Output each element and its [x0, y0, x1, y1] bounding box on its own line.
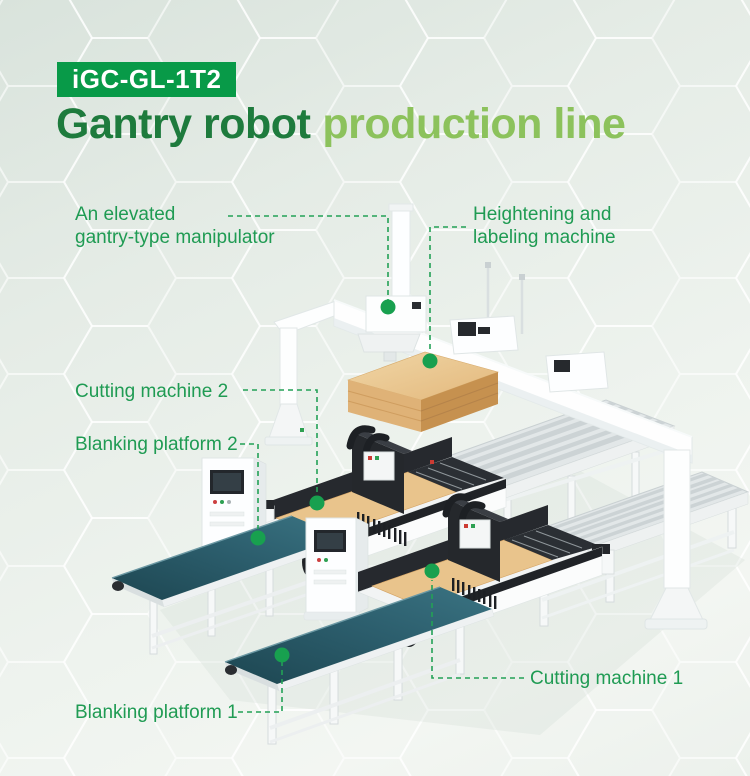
- callout-dot-blanking-platform-2: [250, 530, 266, 546]
- title-primary: Gantry robot: [56, 100, 311, 148]
- callout-label-cutting-machine-1: Cutting machine 1: [530, 668, 684, 689]
- callout-dot-cutting-machine-1: [424, 563, 440, 579]
- leader-line-blanking-platform-2: [240, 443, 259, 529]
- callout-label-blanking-platform-1: Blanking platform 1: [75, 702, 238, 723]
- title-secondary: production line: [322, 100, 626, 148]
- wood-board-stack: [347, 351, 499, 432]
- callout-dot-elevated-gantry: [380, 299, 396, 315]
- blanking-platform-2-illustration: [111, 515, 345, 655]
- leader-line-elevated-gantry: [228, 215, 389, 300]
- callout-label-elevated-gantry-manipulator: An elevated gantry-type manipulator: [75, 204, 275, 248]
- leader-line-blanking-platform-1: [238, 662, 283, 713]
- model-badge: iGC-GL-1T2: [57, 62, 237, 97]
- heightening-labeling-machine-illustration: [449, 262, 609, 393]
- callout-label-heightening-labeling-machine: Heightening and labeling machine: [473, 204, 616, 248]
- callout-dot-cutting-machine-2: [309, 495, 325, 511]
- blanking-platform-1-illustration: [224, 586, 495, 745]
- callout-dot-blanking-platform-1: [274, 647, 290, 663]
- callout-dot-heightening-labeling: [422, 353, 438, 369]
- leader-line-cutting-machine-2: [243, 389, 318, 494]
- leader-line-heightening-labeling: [429, 226, 466, 352]
- callout-label-cutting-machine-2: Cutting machine 2: [75, 381, 229, 402]
- leader-line-cutting-machine-1: [431, 580, 524, 679]
- callout-label-blanking-platform-2: Blanking platform 2: [75, 434, 238, 455]
